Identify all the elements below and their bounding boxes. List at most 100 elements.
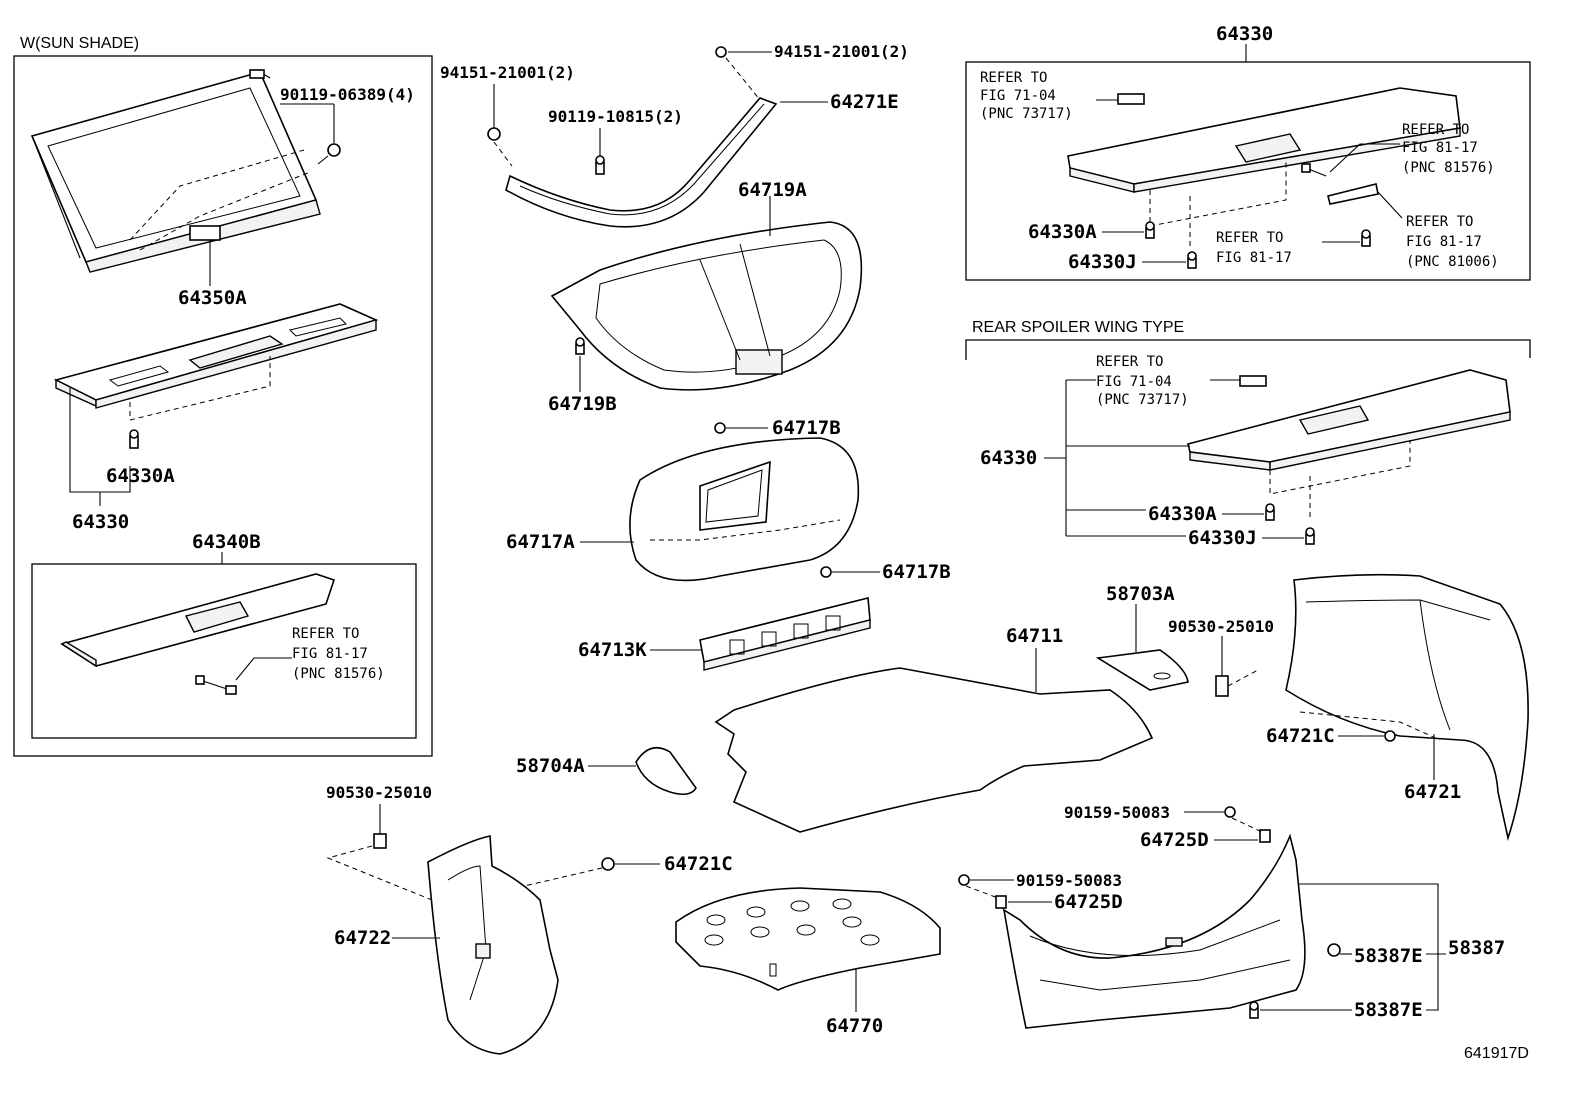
64340B-box [31, 563, 417, 739]
rear-spoiler-section-title: REAR SPOILER WING TYPE [972, 319, 1184, 336]
trunk-lid-trim-64719A [550, 221, 863, 391]
ref2-line2: FIG 71-04 [980, 88, 1056, 104]
callout-64719B: 64719B [548, 393, 617, 415]
pad-58703A [1095, 649, 1189, 691]
callout-58387: 58387 [1448, 937, 1505, 959]
ref2-line1: REFER TO [980, 70, 1047, 86]
callout-64330-sunshade: 64330 [72, 511, 129, 533]
callout-94151-right: 94151-21001(2) [774, 42, 909, 61]
ref4-line1: REFER TO [1216, 230, 1283, 246]
ref1-line1: REFER TO [292, 626, 359, 642]
ref6-line2: FIG 71-04 [1096, 374, 1172, 390]
clip-icon [714, 422, 726, 434]
package-tray-sunshade [53, 303, 379, 421]
callout-64340B: 64340B [192, 531, 261, 553]
clip-icon [575, 337, 585, 355]
bolt-icon [1224, 806, 1236, 818]
ref5-line1: REFER TO [1406, 214, 1473, 230]
ref6-line3: (PNC 73717) [1096, 392, 1189, 408]
callout-64721C-left: 64721C [664, 853, 733, 875]
sun-shade-frame [13, 55, 433, 757]
clip-icon [1187, 251, 1197, 269]
bracket-icon [1327, 183, 1379, 205]
callout-64330-rear-spoiler: 64330 [980, 447, 1037, 469]
clip-icon [1361, 229, 1371, 247]
callout-64721: 64721 [1404, 781, 1461, 803]
callout-64722: 64722 [334, 927, 391, 949]
callout-90530-right: 90530-25010 [1168, 617, 1274, 636]
weatherstrip-64271E [505, 97, 778, 228]
ref3-line3: (PNC 81576) [1402, 160, 1495, 176]
callout-64330-top: 64330 [1216, 23, 1273, 45]
callout-64717B-top: 64717B [772, 417, 841, 439]
ref2-line3: (PNC 73717) [980, 106, 1073, 122]
ref1-line3: (PNC 81576) [292, 666, 385, 682]
sun-shade-section-title: W(SUN SHADE) [20, 35, 139, 52]
callout-64713K: 64713K [578, 639, 647, 661]
trunk-side-trim-64722 [427, 835, 559, 1055]
callout-58703A: 58703A [1106, 583, 1175, 605]
callout-64725D-a: 64725D [1140, 829, 1209, 851]
panel-64713K [699, 596, 871, 671]
64330-box [965, 61, 1531, 281]
clip-icon [820, 566, 832, 578]
callout-90119-06389: 90119-06389(4) [280, 85, 415, 104]
callout-64717B-bottom: 64717B [882, 561, 951, 583]
clip-icon [1259, 829, 1271, 843]
clip-icon [715, 46, 727, 58]
ref3-line1: REFER TO [1402, 122, 1469, 138]
clip-icon [1305, 527, 1315, 545]
clip-icon [373, 833, 387, 849]
callout-64717A: 64717A [506, 531, 575, 553]
diagram-id: 641917D [1464, 1045, 1529, 1062]
callout-64725D-b: 64725D [1054, 891, 1123, 913]
callout-64330A-top: 64330A [1028, 221, 1097, 243]
callout-64721C-right: 64721C [1266, 725, 1335, 747]
callout-64711: 64711 [1006, 625, 1063, 647]
callout-64271E: 64271E [830, 91, 899, 113]
ref1-line2: FIG 81-17 [292, 646, 368, 662]
trim-cover-icon [1239, 375, 1267, 387]
callout-94151-left: 94151-21001(2) [440, 63, 575, 82]
ref6-line1: REFER TO [1096, 354, 1163, 370]
callout-64330J-rear-spoiler: 64330J [1188, 527, 1257, 549]
trunk-lid-cover-64717A [629, 437, 860, 582]
clip-icon [1249, 1001, 1259, 1019]
clip-icon [601, 857, 615, 871]
clip-icon [487, 127, 501, 141]
ref4-line2: FIG 81-17 [1216, 250, 1292, 266]
bolt-icon [958, 874, 970, 886]
clip-icon [129, 429, 139, 449]
callout-64719A: 64719A [738, 179, 807, 201]
callout-64330J-top: 64330J [1068, 251, 1137, 273]
bolt-icon [317, 143, 341, 165]
callout-90530-left: 90530-25010 [326, 783, 432, 802]
trunk-rear-trim-58387 [1002, 833, 1306, 1029]
clip-icon [1265, 503, 1275, 521]
trunk-side-trim-64721 [1285, 573, 1529, 842]
package-tray-64340B [60, 573, 336, 668]
callout-58387E-b: 58387E [1354, 999, 1423, 1021]
pad-58704A [635, 746, 697, 796]
sun-shade-assembly [30, 69, 321, 273]
ref5-line3: (PNC 81006) [1406, 254, 1499, 270]
callout-90159-a: 90159-50083 [1064, 803, 1170, 822]
ref3-line2: FIG 81-17 [1402, 140, 1478, 156]
clip-icon [1327, 943, 1341, 957]
callout-64330A-sunshade: 64330A [106, 465, 175, 487]
clip-icon [1215, 675, 1229, 697]
callout-58387E-a: 58387E [1354, 945, 1423, 967]
callout-64770: 64770 [826, 1015, 883, 1037]
clip-icon [995, 895, 1007, 909]
bolt-icon [595, 155, 605, 175]
wire-connector-icon [1301, 163, 1327, 177]
callout-64350A: 64350A [178, 287, 247, 309]
trim-cover-icon [1117, 93, 1145, 105]
trunk-floor-mat-64711 [714, 667, 1154, 833]
callout-64330A-rear-spoiler: 64330A [1148, 503, 1217, 525]
clip-icon [1145, 221, 1155, 239]
callout-58704A: 58704A [516, 755, 585, 777]
callout-90159-b: 90159-50083 [1016, 871, 1122, 890]
